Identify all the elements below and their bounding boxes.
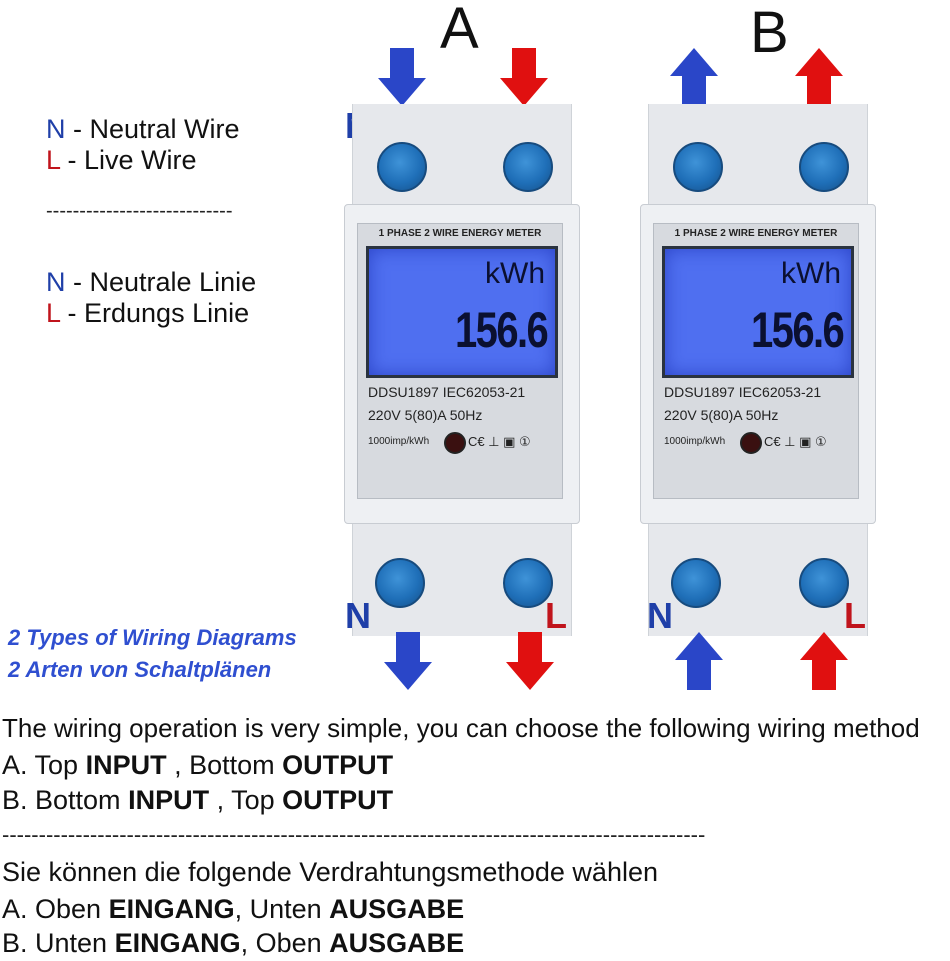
instructions-separator: ----------------------------------------… [2, 822, 706, 847]
live-text: - Live Wire [60, 145, 197, 175]
legend-live-de: L - Erdungs Linie [46, 298, 249, 328]
arrow-up-icon [675, 632, 723, 690]
instruction-b: B. Bottom INPUT , Top OUTPUT [2, 784, 393, 816]
meter-bottom-housing [352, 524, 572, 636]
instructions-intro: The wiring operation is very simple, you… [2, 713, 920, 743]
instruction-keyword: AUSGABE [329, 894, 465, 924]
instruction-keyword: AUSGABE [329, 928, 465, 958]
instruction-keyword: INPUT [128, 785, 210, 815]
instruction-keyword: EINGANG [114, 928, 241, 958]
instruction-a: A. Top INPUT , Bottom OUTPUT [2, 749, 393, 781]
live-symbol: L [46, 298, 61, 328]
meter-body: 1 PHASE 2 WIRE ENERGY METER kWh 156.6 DD… [344, 204, 580, 524]
pulse-label: 1000imp/kWh [664, 436, 726, 447]
caption-de: 2 Arten von Schaltplänen [8, 657, 272, 682]
live-text: - Erdungs Linie [60, 298, 250, 328]
meter-b-bottom-n-label: N [647, 595, 673, 636]
meter-top-housing [648, 104, 868, 204]
certification-marks: C€ ⊥ ▣ ① [468, 434, 531, 449]
instruction-text: , Unten [234, 894, 330, 924]
instruction-b-de: B. Unten EINGANG, Oben AUSGABE [2, 927, 464, 959]
meter-a-bottom-n-label: N [345, 595, 371, 636]
terminal-screw-icon [673, 142, 723, 192]
unit-label: kWh [485, 257, 545, 290]
terminal-screw-icon [799, 558, 849, 608]
arrow-down-icon [384, 632, 432, 690]
instruction-text: , Top [209, 785, 283, 815]
meter-reading: 156.6 [454, 302, 549, 358]
terminal-screw-icon [799, 142, 849, 192]
neutral-symbol: N [46, 114, 66, 144]
terminal-screw-icon [671, 558, 721, 608]
ratings-label: 220V 5(80)A 50Hz [664, 407, 779, 423]
model-label: DDSU1897 IEC62053-21 [368, 384, 526, 400]
meter-b: 1 PHASE 2 WIRE ENERGY METER kWh 156.6 DD… [640, 104, 876, 704]
instruction-text: A. Oben [2, 894, 109, 924]
instruction-text: B. Unten [2, 928, 115, 958]
arrow-down-icon [378, 48, 426, 106]
instruction-a-de: A. Oben EINGANG, Unten AUSGABE [2, 893, 464, 925]
pulse-label: 1000imp/kWh [368, 436, 430, 447]
instruction-keyword: INPUT [85, 750, 167, 780]
instruction-keyword: OUTPUT [282, 750, 394, 780]
legend-separator: ---------------------------- [46, 200, 233, 222]
meter-b-bottom-l-label: L [844, 595, 866, 636]
pulse-led-icon [444, 432, 466, 454]
neutral-text: - Neutrale Linie [65, 267, 257, 297]
lcd-display: kWh 156.6 [366, 246, 558, 378]
arrow-down-icon [500, 48, 548, 106]
meter-body: 1 PHASE 2 WIRE ENERGY METER kWh 156.6 DD… [640, 204, 876, 524]
legend-live-en: L - Live Wire [46, 145, 197, 175]
arrow-up-icon [795, 48, 843, 106]
meter-a: 1 PHASE 2 WIRE ENERGY METER kWh 156.6 DD… [344, 104, 580, 704]
instruction-text: B. Bottom [2, 785, 129, 815]
arrow-up-icon [670, 48, 718, 106]
pulse-led-icon [740, 432, 762, 454]
meter-top-housing [352, 104, 572, 204]
arrow-up-icon [800, 632, 848, 690]
unit-label: kWh [781, 257, 841, 290]
meter-bottom-housing [648, 524, 868, 636]
instruction-text: A. Top [2, 750, 86, 780]
neutral-symbol: N [46, 267, 66, 297]
certification-marks: C€ ⊥ ▣ ① [764, 434, 827, 449]
meter-title: 1 PHASE 2 WIRE ENERGY METER [674, 228, 838, 239]
instruction-keyword: OUTPUT [282, 785, 394, 815]
terminal-screw-icon [375, 558, 425, 608]
terminal-screw-icon [503, 142, 553, 192]
meter-a-bottom-l-label: L [545, 595, 567, 636]
arrow-down-icon [506, 632, 554, 690]
meter-reading: 156.6 [750, 302, 845, 358]
meter-panel: 1 PHASE 2 WIRE ENERGY METER kWh 156.6 DD… [653, 223, 859, 499]
neutral-text: - Neutral Wire [65, 114, 240, 144]
caption-en: 2 Types of Wiring Diagrams [8, 625, 297, 650]
instruction-text: , Oben [240, 928, 330, 958]
instructions-intro-de: Sie können die folgende Verdrahtungsmeth… [2, 857, 658, 887]
live-symbol: L [46, 145, 61, 175]
terminal-screw-icon [377, 142, 427, 192]
meter-panel: 1 PHASE 2 WIRE ENERGY METER kWh 156.6 DD… [357, 223, 563, 499]
lcd-display: kWh 156.6 [662, 246, 854, 378]
legend-neutral-en: N - Neutral Wire [46, 114, 240, 144]
model-label: DDSU1897 IEC62053-21 [664, 384, 822, 400]
terminal-screw-icon [503, 558, 553, 608]
meter-b-letter: B [750, 0, 789, 65]
instruction-keyword: EINGANG [108, 894, 235, 924]
meter-title: 1 PHASE 2 WIRE ENERGY METER [378, 228, 542, 239]
legend-neutral-de: N - Neutrale Linie [46, 267, 256, 297]
meter-a-letter: A [440, 0, 479, 61]
instruction-text: , Bottom [166, 750, 283, 780]
ratings-label: 220V 5(80)A 50Hz [368, 407, 483, 423]
